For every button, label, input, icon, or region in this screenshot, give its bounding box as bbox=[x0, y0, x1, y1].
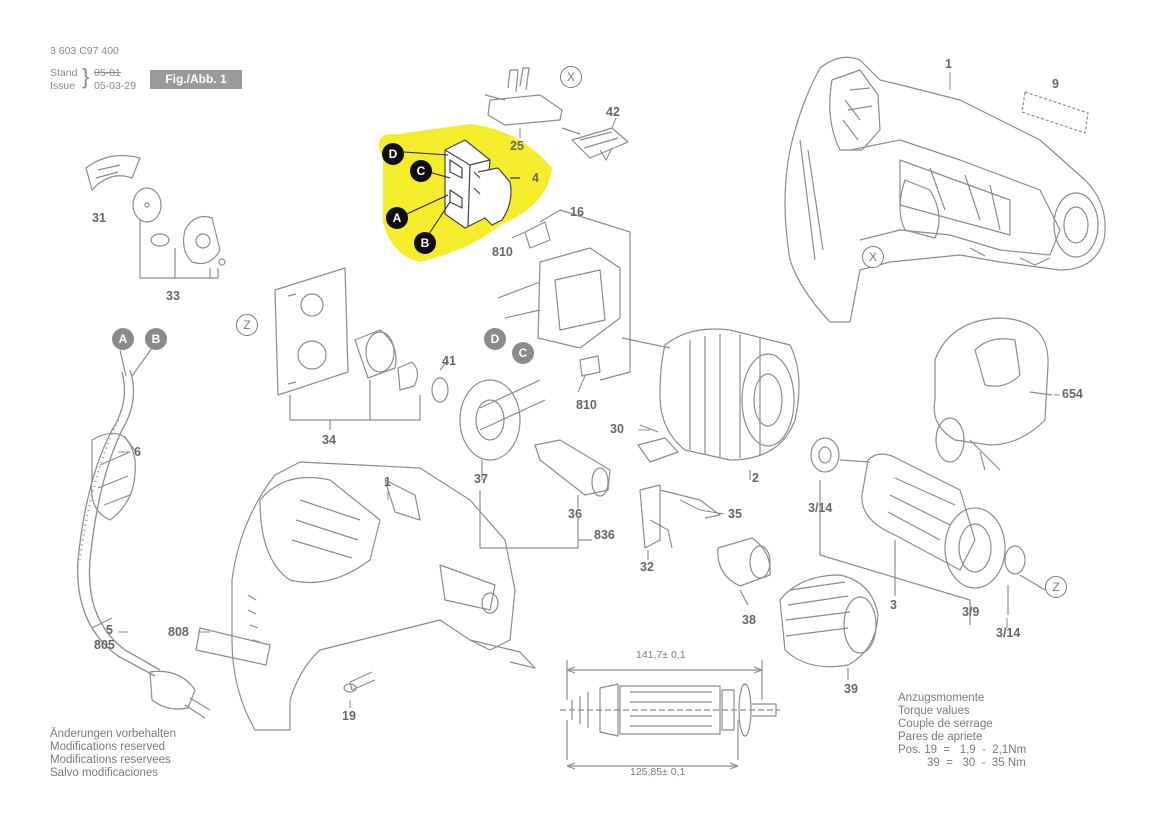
callout-d-highlight: D bbox=[382, 143, 404, 165]
part-4: 4 bbox=[532, 171, 539, 185]
part-1-top: 1 bbox=[945, 57, 952, 71]
part-3-9: 3/9 bbox=[962, 605, 980, 619]
part-25: 25 bbox=[510, 139, 524, 153]
part-3-14-b: 3/14 bbox=[996, 626, 1021, 640]
housing-bottom bbox=[231, 461, 536, 731]
torque-line-es: Pares de apriete bbox=[898, 731, 983, 743]
part-808: 808 bbox=[168, 625, 189, 639]
torque-notes: Anzugsmomente Torque values Couple de se… bbox=[898, 692, 1026, 770]
callout-b-cord: B bbox=[145, 328, 167, 350]
torque-pos-19: Pos. 19 = 1,9 - 2,1Nm bbox=[898, 744, 1027, 756]
part-41: 41 bbox=[442, 354, 456, 368]
part-36: 36 bbox=[568, 507, 582, 521]
part-6: 6 bbox=[134, 445, 141, 459]
part-1-bottom: 1 bbox=[384, 475, 391, 489]
issue-label: Issue bbox=[50, 80, 76, 92]
part-39: 39 bbox=[844, 682, 858, 696]
callout-c-highlight: C bbox=[410, 160, 432, 182]
callout-a-cord: A bbox=[112, 328, 134, 350]
note-fr: Modifications reservees bbox=[50, 754, 171, 766]
torque-line-fr: Couple de serrage bbox=[898, 718, 993, 730]
switch-assembly bbox=[444, 139, 512, 229]
document-number: 3 603 C97 400 bbox=[50, 45, 119, 57]
part-42: 42 bbox=[606, 105, 620, 119]
stand-label: Stand bbox=[50, 67, 78, 79]
part-654: 654 bbox=[1062, 387, 1083, 401]
dimension-bottom: 125,85± 0,1 bbox=[630, 766, 686, 778]
callout-a-highlight: A bbox=[386, 207, 408, 229]
callout-z-plate: Z bbox=[236, 314, 258, 336]
note-de: Änderungen vorbehalten bbox=[50, 728, 176, 740]
callout-c-brush: C bbox=[512, 342, 534, 364]
part-805: 805 bbox=[94, 638, 115, 652]
part-16: 16 bbox=[570, 205, 584, 219]
part-810-top: 810 bbox=[492, 245, 513, 259]
torque-line-en: Torque values bbox=[898, 705, 970, 717]
part-38: 38 bbox=[742, 613, 756, 627]
part-3-14-a: 3/14 bbox=[808, 501, 833, 515]
part-33: 33 bbox=[166, 289, 180, 303]
part-34: 34 bbox=[322, 433, 336, 447]
part-2: 2 bbox=[752, 471, 759, 485]
note-es: Salvo modificaciones bbox=[50, 767, 159, 779]
part-9: 9 bbox=[1052, 77, 1059, 91]
part-30: 30 bbox=[610, 422, 624, 436]
part-35: 35 bbox=[728, 507, 742, 521]
torque-pos-39: 39 = 30 - 35 Nm bbox=[927, 757, 1026, 769]
callout-x-housing: X bbox=[862, 246, 884, 268]
part-31: 31 bbox=[92, 211, 106, 225]
modification-notes: Änderungen vorbehalten Modifications res… bbox=[50, 728, 176, 780]
callout-d-brush: D bbox=[484, 328, 506, 350]
part-3: 3 bbox=[890, 598, 897, 612]
figure-label: Fig./Abb. 1 bbox=[150, 70, 242, 89]
torque-line-de: Anzugsmomente bbox=[898, 692, 985, 704]
issue-date: 05-03-29 bbox=[94, 80, 137, 92]
note-en: Modifications reserved bbox=[50, 741, 166, 753]
stand-date: 05-01 bbox=[94, 67, 121, 79]
part-836: 836 bbox=[594, 528, 615, 542]
housing-top bbox=[784, 56, 1106, 323]
armature-dimension-drawing bbox=[560, 660, 780, 770]
callout-x-top: X bbox=[560, 66, 582, 88]
part-5: 5 bbox=[106, 623, 113, 637]
part-19: 19 bbox=[342, 709, 356, 723]
part-810-bottom: 810 bbox=[576, 398, 597, 412]
callout-z-armature: Z bbox=[1045, 576, 1067, 598]
dimension-top: 141,7± 0,1 bbox=[636, 649, 686, 661]
brace: } bbox=[82, 64, 90, 89]
callout-b-highlight: B bbox=[414, 232, 436, 254]
part-32: 32 bbox=[640, 560, 654, 574]
part-37: 37 bbox=[474, 472, 488, 486]
